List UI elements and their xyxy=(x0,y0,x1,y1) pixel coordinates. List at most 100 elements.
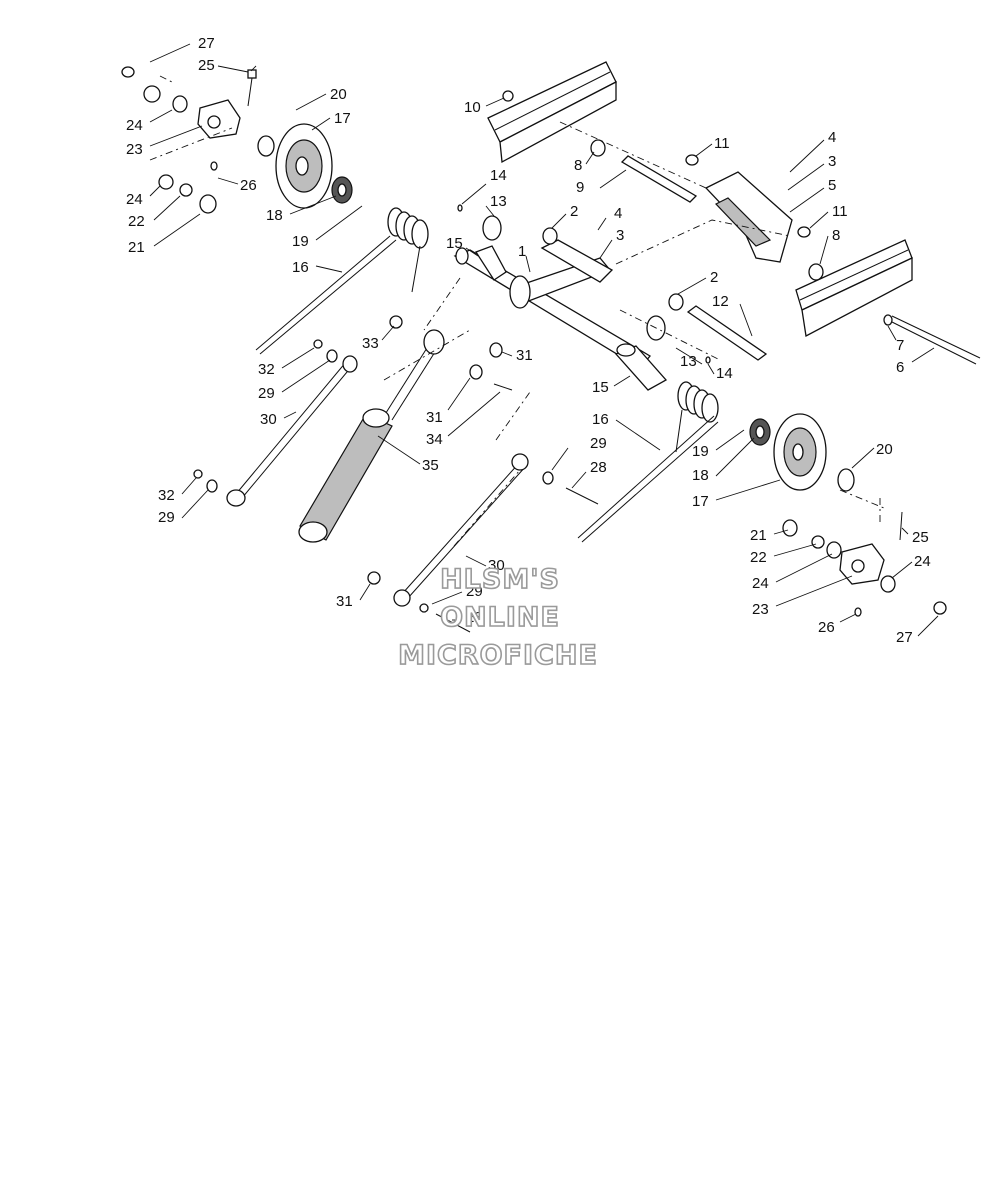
spacer-20-right xyxy=(837,468,855,492)
callout: 25 xyxy=(901,527,929,546)
callout-label-22: 22 xyxy=(750,549,767,566)
long-bolt-6 xyxy=(891,315,981,365)
callout: 29 xyxy=(431,583,483,605)
watermark-line-2: ONLINE xyxy=(440,602,560,633)
callout: 17 xyxy=(692,479,781,510)
callout-label-13: 13 xyxy=(680,353,697,370)
callout: 2 xyxy=(551,203,578,229)
callout: 31 xyxy=(426,377,471,426)
callout-label-19: 19 xyxy=(292,233,309,250)
callout: 14 xyxy=(461,167,507,205)
callout: 14 xyxy=(707,363,733,382)
torsion-spring-left xyxy=(255,207,429,355)
watermark-line-3: MICROFICHE xyxy=(398,640,598,671)
callout-label-24: 24 xyxy=(752,575,769,592)
callout: 5 xyxy=(789,177,836,213)
callout: 4 xyxy=(597,205,622,231)
callout-label-21: 21 xyxy=(128,239,145,256)
callout-label-24: 24 xyxy=(914,553,931,570)
callout: 23 xyxy=(126,125,203,158)
callout-label-16: 16 xyxy=(292,259,309,276)
callout: 19 xyxy=(292,205,363,250)
torsion-spring-right xyxy=(577,381,719,543)
callout: 24 xyxy=(752,553,833,592)
callout-label-24: 24 xyxy=(126,117,143,134)
link-rod-30-left xyxy=(226,355,358,507)
hardware-small-parts xyxy=(121,66,947,617)
callout-label-13: 13 xyxy=(490,193,507,210)
callout-label-2: 2 xyxy=(570,203,578,220)
callout: 4 xyxy=(789,129,836,173)
callout: 10 xyxy=(464,97,505,116)
callout-label-18: 18 xyxy=(266,207,283,224)
watermark: HLSM'S ONLINE MICROFICHE xyxy=(397,563,598,672)
callout: 24 xyxy=(126,109,173,134)
callout: 11 xyxy=(809,203,848,229)
callout-label-3: 3 xyxy=(828,153,836,170)
callout-label-20: 20 xyxy=(876,441,893,458)
callout: 2 xyxy=(677,269,718,295)
bearing-18-left xyxy=(331,176,353,204)
callout: 3 xyxy=(787,153,836,191)
axle-mount-right xyxy=(839,543,885,585)
callout: 15 xyxy=(446,235,479,257)
front-shaft-12 xyxy=(686,305,768,361)
callout: 26 xyxy=(818,613,857,636)
callout-label-10: 10 xyxy=(464,99,481,116)
callout-label-30: 30 xyxy=(488,557,505,574)
axle-mount-left xyxy=(197,99,241,139)
callout: 8 xyxy=(819,227,840,265)
callout: 20 xyxy=(295,86,347,111)
callout: 32 xyxy=(258,347,315,378)
callout: 16 xyxy=(292,259,343,276)
slide-rail-upper xyxy=(487,61,617,164)
callout-label-12: 12 xyxy=(712,293,729,310)
callout-label-29: 29 xyxy=(258,385,275,402)
callout: 15 xyxy=(592,375,631,396)
callout-label-3: 3 xyxy=(616,227,624,244)
callout: 27 xyxy=(149,35,215,63)
callout: 31 xyxy=(501,347,533,364)
callout: 18 xyxy=(266,195,337,224)
shock-absorber xyxy=(298,329,445,543)
callout-label-29: 29 xyxy=(590,435,607,452)
callout-label-31: 31 xyxy=(336,593,353,610)
callout-label-32: 32 xyxy=(158,487,175,504)
callout: 13 xyxy=(675,347,703,370)
callout-label-14: 14 xyxy=(716,365,733,382)
callout: 7 xyxy=(887,325,904,354)
callout-label-34: 34 xyxy=(426,431,443,448)
callout-label-9: 9 xyxy=(576,179,584,196)
bushing-15-left xyxy=(475,245,507,281)
callout-label-31: 31 xyxy=(426,409,443,426)
callout-label-17: 17 xyxy=(692,493,709,510)
spacer-20-left xyxy=(257,135,275,157)
callout-label-21: 21 xyxy=(750,527,767,544)
callout: 21 xyxy=(128,213,201,256)
callout-label-11: 11 xyxy=(714,135,730,152)
callout: 12 xyxy=(712,293,753,337)
callout-label-4: 4 xyxy=(828,129,836,146)
callout: 3 xyxy=(599,227,624,259)
callout: 16 xyxy=(592,411,661,451)
callout: 20 xyxy=(851,441,893,469)
link-rod-30-right xyxy=(193,339,599,633)
callout-label-25: 25 xyxy=(198,57,215,74)
callout: 22 xyxy=(750,543,817,566)
callout: 13 xyxy=(485,193,507,217)
callout-label-23: 23 xyxy=(752,601,769,618)
callout-label-4: 4 xyxy=(614,205,622,222)
watermark-line-1: HLSM'S xyxy=(440,564,560,595)
callout: 18 xyxy=(692,437,755,484)
callout: 32 xyxy=(158,477,197,504)
callout: 30 xyxy=(465,555,505,574)
bushing-15-right xyxy=(614,343,668,391)
rod-9 xyxy=(620,155,698,203)
idler-wheel-left xyxy=(275,123,333,209)
callout: 29 xyxy=(551,435,607,471)
callout-label-29: 29 xyxy=(466,583,483,600)
callout: 19 xyxy=(692,429,745,460)
callout: 33 xyxy=(362,325,395,352)
